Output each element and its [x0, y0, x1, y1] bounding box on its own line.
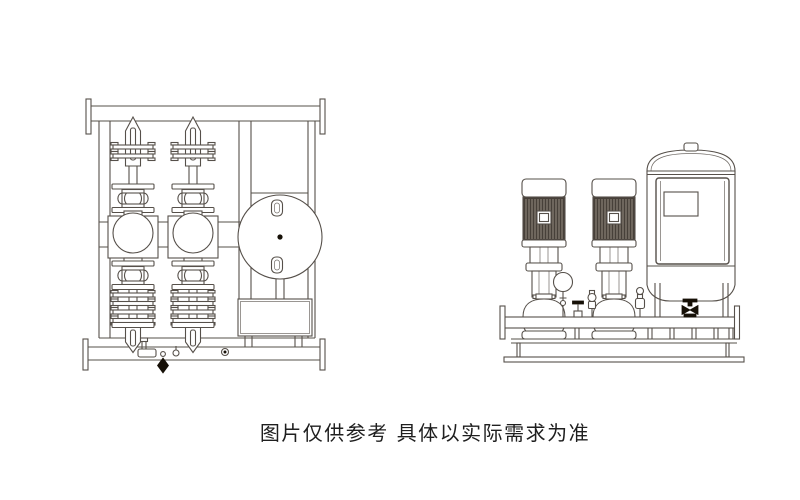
suction-branch-pump-1 [111, 117, 155, 213]
manifold-pipe [499, 305, 741, 340]
vertical-pump-motor-2 [591, 178, 637, 338]
tank-drain-valve [681, 298, 699, 318]
tank-top-cap [683, 142, 699, 152]
plan-top-header-pipe [85, 98, 326, 135]
control-cabinet [655, 177, 730, 265]
suction-branch-pump-2 [171, 117, 215, 213]
caption-text: 图片仅供参考 具体以实际需求为准 [259, 421, 591, 445]
flange-left [82, 338, 89, 371]
tank-legs [654, 283, 729, 317]
pressure-sensor-1 [587, 289, 597, 317]
pump-1-top-view [107, 210, 159, 264]
pipe-support-foot [137, 348, 157, 358]
tank-center-port [277, 234, 283, 240]
discharge-branch-pump-1 [111, 261, 155, 353]
base-frame [503, 338, 745, 363]
flange-right [733, 305, 741, 340]
discharge-branch-pump-2 [171, 261, 215, 353]
control-box-top-view [237, 298, 313, 347]
drain-valve [157, 357, 169, 374]
small-port [172, 349, 180, 357]
flange-left [85, 98, 92, 135]
plan-bottom-header-pipe [82, 338, 326, 371]
plan-view [82, 98, 326, 374]
flange-left [499, 305, 506, 340]
vertical-pump-motor-1 [521, 178, 567, 338]
pump-2-top-view [167, 210, 219, 264]
cabinet-window [663, 191, 699, 217]
pressure-sensor-2 [634, 286, 646, 317]
shutoff-valve [572, 300, 584, 318]
flange-right [319, 98, 326, 135]
flange-right [319, 338, 326, 371]
pressure-gauge [552, 271, 574, 317]
drain-and-sensor-fittings [137, 337, 230, 374]
pressure-tank-top-view [237, 194, 323, 299]
elevation-view [499, 142, 745, 363]
